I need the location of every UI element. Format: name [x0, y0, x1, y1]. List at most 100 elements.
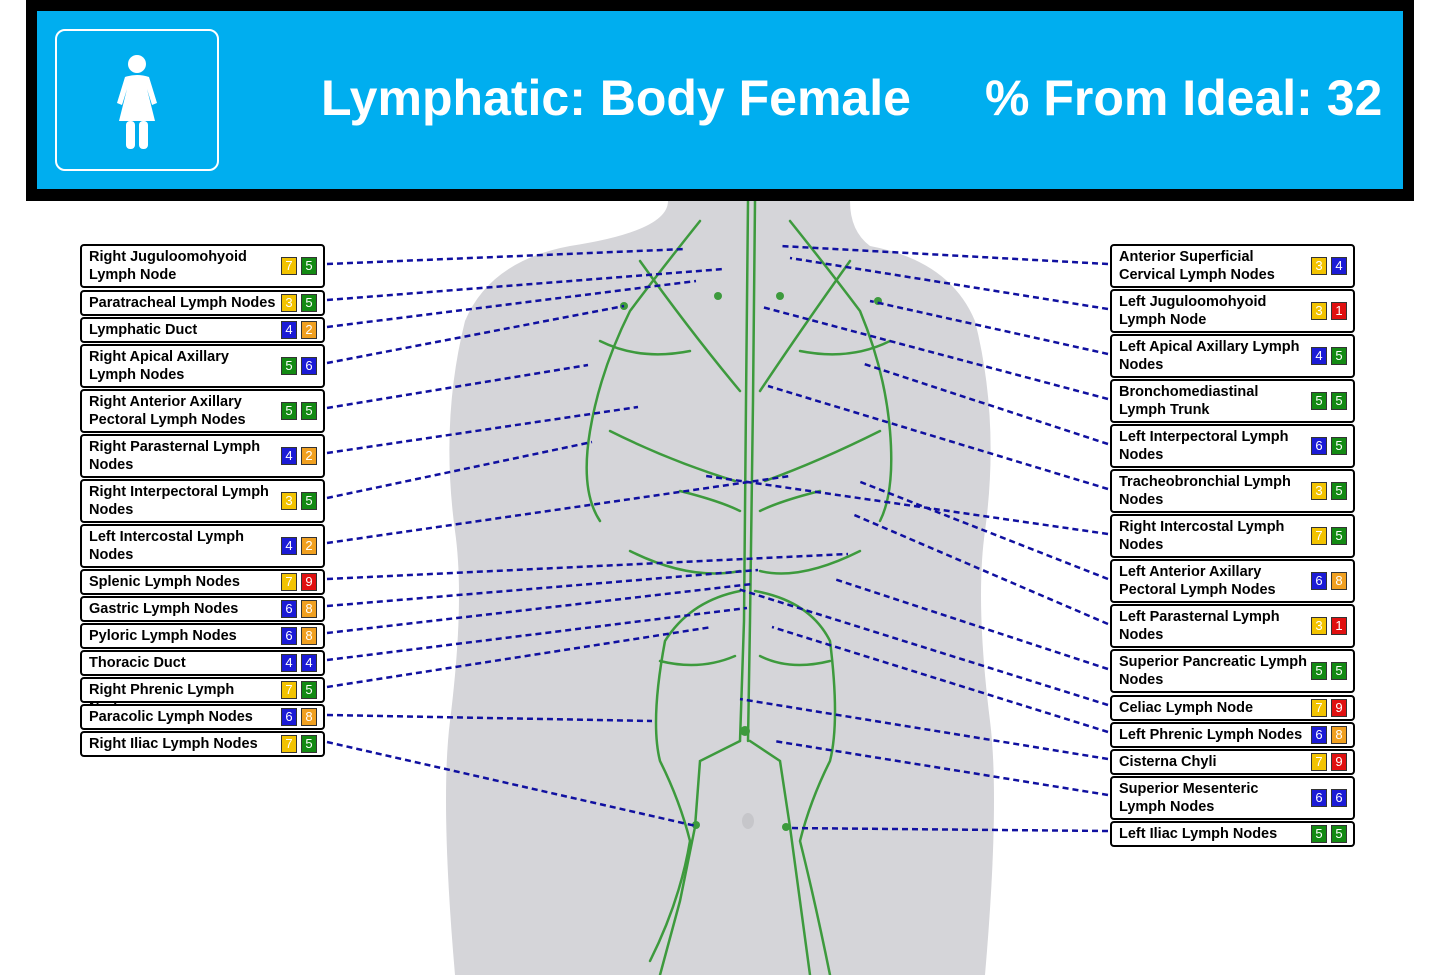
label-text: Right Juguloomohyoid Lymph Node	[89, 249, 247, 283]
label-text: Left Interpectoral Lymph Nodes	[1119, 429, 1289, 463]
label-text: Right Intercostal Lymph Nodes	[1119, 519, 1285, 553]
label-text: Paratracheal Lymph Nodes	[89, 295, 276, 311]
label-text: Left Apical Axillary Lymph Nodes	[1119, 339, 1300, 373]
score-badge: 6	[301, 357, 317, 375]
label-text: Left Anterior Axillary Pectoral Lymph No…	[1119, 564, 1276, 598]
left-label-4[interactable]: Right Anterior Axillary Pectoral Lymph N…	[80, 389, 325, 433]
score-badge: 5	[1311, 392, 1327, 410]
score-badge: 2	[301, 321, 317, 339]
label-text: Splenic Lymph Nodes	[89, 574, 240, 590]
label-text: Left Juguloomohyoid Lymph Node	[1119, 294, 1267, 328]
label-text: Celiac Lymph Node	[1119, 700, 1254, 716]
score-badge: 5	[301, 492, 317, 510]
score-badge: 9	[301, 573, 317, 591]
right-label-0[interactable]: Anterior Superficial Cervical Lymph Node…	[1110, 244, 1355, 288]
score-badge: 8	[1331, 572, 1347, 590]
score-badge: 6	[1311, 726, 1327, 744]
score-badge: 4	[1331, 257, 1347, 275]
score-badge: 7	[1311, 753, 1327, 771]
label-text: Left Phrenic Lymph Nodes	[1119, 727, 1303, 743]
label-text: Cisterna Chyli	[1119, 754, 1217, 770]
score-badge: 3	[1311, 302, 1327, 320]
score-badge: 2	[301, 537, 317, 555]
score-badge: 4	[281, 321, 297, 339]
score-badge: 5	[1331, 825, 1347, 843]
score-badge: 4	[301, 654, 317, 672]
score-badge: 5	[301, 681, 317, 699]
score-badge: 1	[1331, 617, 1347, 635]
score-badge: 7	[1311, 527, 1327, 545]
score-badge: 4	[281, 447, 297, 465]
score-badge: 4	[1311, 347, 1327, 365]
score-badge: 5	[281, 402, 297, 420]
score-badge: 6	[281, 627, 297, 645]
label-text: Left Intercostal Lymph Nodes	[89, 529, 244, 563]
label-text: Lymphatic Duct	[89, 322, 198, 338]
score-badge: 3	[1311, 617, 1327, 635]
score-badge: 5	[301, 735, 317, 753]
score-badge: 3	[281, 294, 297, 312]
label-text: Tracheobronchial Lymph Nodes	[1119, 474, 1291, 508]
score-badge: 5	[301, 402, 317, 420]
score-badge: 3	[1311, 257, 1327, 275]
connector-lines	[326, 244, 1109, 833]
score-badge: 5	[1331, 482, 1347, 500]
score-badge: 9	[1331, 699, 1347, 717]
score-badge: 5	[1331, 662, 1347, 680]
score-badge: 6	[1311, 789, 1327, 807]
score-badge: 7	[1311, 699, 1327, 717]
label-text: Right Iliac Lymph Nodes	[89, 736, 258, 752]
score-badge: 5	[301, 294, 317, 312]
score-badge: 6	[1311, 437, 1327, 455]
right-label-7[interactable]: Left Anterior Axillary Pectoral Lymph No…	[1110, 559, 1355, 603]
score-badge: 8	[301, 627, 317, 645]
female-figure-icon[interactable]	[55, 29, 219, 171]
label-text: Left Parasternal Lymph Nodes	[1119, 609, 1280, 643]
score-badge: 5	[1331, 437, 1347, 455]
page-title: Lymphatic: Body Female	[321, 70, 911, 126]
score-badge: 5	[1311, 662, 1327, 680]
score-badge: 6	[281, 600, 297, 618]
score-badge: 7	[281, 257, 297, 275]
label-text: Pyloric Lymph Nodes	[89, 628, 237, 644]
header-panel: Lymphatic: Body Female % From Ideal: 32	[37, 11, 1403, 189]
lymphatic-vessels	[585, 201, 893, 975]
label-text: Right Interpectoral Lymph Nodes	[89, 484, 269, 518]
score-badge: 5	[1311, 825, 1327, 843]
label-text: Paracolic Lymph Nodes	[89, 709, 253, 725]
ideal-score: % From Ideal: 32	[985, 70, 1383, 126]
score-badge: 3	[1311, 482, 1327, 500]
score-badge: 5	[1331, 347, 1347, 365]
score-badge: 7	[281, 681, 297, 699]
score-badge: 6	[1311, 572, 1327, 590]
score-badge: 4	[281, 654, 297, 672]
